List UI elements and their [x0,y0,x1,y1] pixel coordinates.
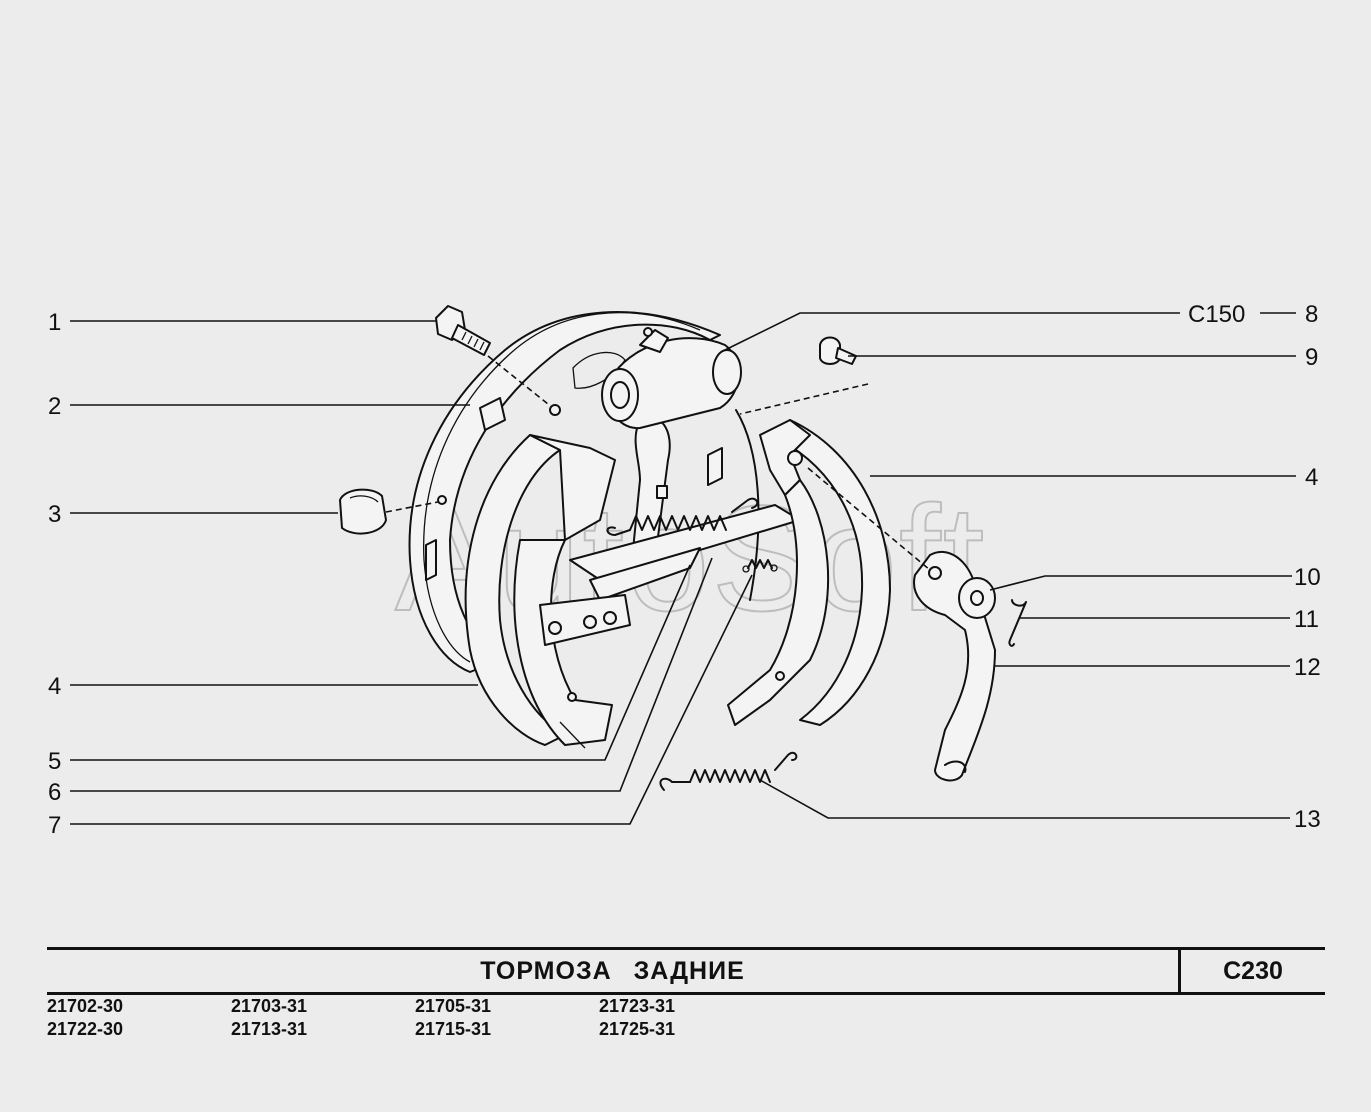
plug [339,488,387,535]
backing-plate [408,311,760,673]
lever-guide-line [807,467,931,571]
wheel-cylinder [601,327,742,430]
callout-2: 2 [48,393,61,420]
lower-spring [659,751,798,791]
model-code: 21722-30 [47,1019,124,1039]
pin [819,336,857,365]
model-code: 21725-31 [599,1019,676,1039]
callout-6: 6 [48,779,61,806]
title-block: ТОРМОЗА ЗАДНИЕ C230 [47,947,1325,995]
model-list: 21702-30 21703-31 21705-31 21723-31 2172… [47,996,783,1040]
model-code: 21702-30 [47,996,124,1016]
callouts-right: C150 8 9 4 10 11 12 13 [1188,301,1321,833]
bolt [435,305,491,356]
callout-7: 7 [48,812,61,839]
callout-3: 3 [48,501,61,528]
brake-shoe-right [727,419,891,726]
washer [958,577,996,619]
bolt-guide-line [487,355,549,405]
callouts-left: 1 2 3 4 5 6 7 [48,309,61,839]
callout-10: 10 [1294,564,1321,591]
diagram-code: C230 [1223,956,1283,985]
spacer-bar [539,504,801,646]
small-spring [742,559,778,573]
callout-4-right: 4 [1305,464,1318,491]
plug-guide-line [385,501,439,513]
callout-13: 13 [1294,806,1321,833]
callout-12: 12 [1294,654,1321,681]
pin-guide-line [739,383,869,415]
callout-9: 9 [1305,344,1318,371]
brake-shoe-left [464,434,616,749]
callout-5: 5 [48,748,61,775]
model-code: 21703-31 [231,996,308,1016]
model-code: 21705-31 [415,996,492,1016]
model-code: 21715-31 [415,1019,492,1039]
callout-11: 11 [1294,606,1319,633]
upper-spring [606,497,759,536]
reference-code: C150 [1188,301,1245,328]
cotter-pin [1008,599,1027,647]
callout-1: 1 [48,309,61,336]
diagram-title: ТОРМОЗА ЗАДНИЕ [47,950,1181,992]
leader-lines [70,312,1296,825]
callout-4-left: 4 [48,673,61,700]
model-code: 21723-31 [599,996,676,1016]
callout-8: 8 [1305,301,1318,328]
model-code: 21713-31 [231,1019,308,1039]
